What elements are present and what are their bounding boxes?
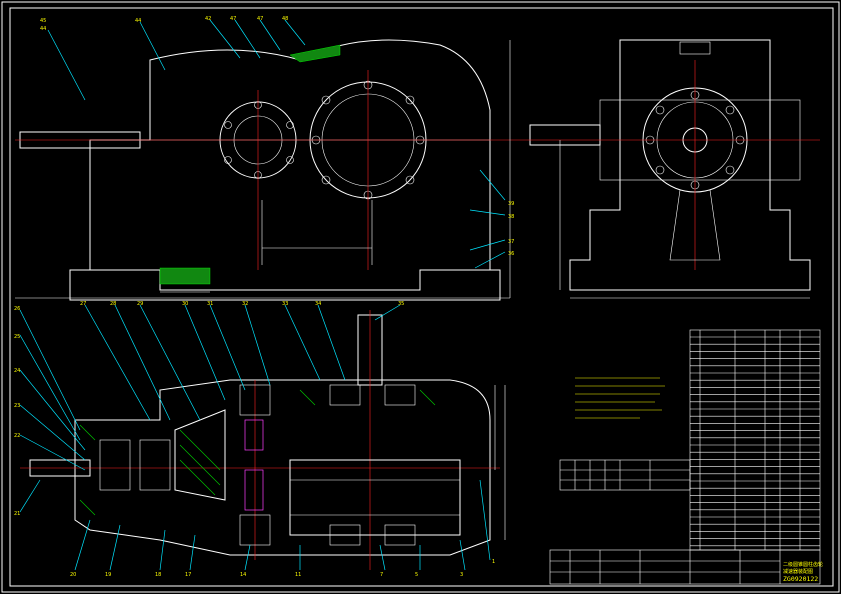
- part-label: 32: [242, 301, 248, 307]
- drawing-title-line1: 二级圆锥圆柱齿轮: [783, 562, 824, 568]
- part-label: 48: [282, 16, 288, 22]
- top-section-view: [20, 310, 506, 570]
- part-label: 21: [14, 511, 20, 517]
- part-label: 17: [185, 572, 191, 578]
- part-label: 33: [282, 301, 288, 307]
- part-label: 25: [14, 334, 20, 340]
- technical-notes-block: [575, 377, 665, 419]
- part-label: 36: [508, 251, 514, 257]
- part-label: 47: [257, 16, 263, 22]
- part-number-labels: 45 44 44 42 47 47 48 39 38 37 36 26 25 2…: [14, 16, 514, 578]
- part-label: 30: [182, 301, 188, 307]
- part-label: 19: [105, 572, 111, 578]
- side-view: [520, 39, 820, 299]
- part-label: 44: [135, 18, 141, 24]
- drawing-title-line2: 减速器装配图: [783, 569, 814, 575]
- part-label: 38: [508, 214, 514, 220]
- part-label: 22: [14, 433, 20, 439]
- part-label: 34: [315, 301, 321, 307]
- part-label: 45: [40, 18, 46, 24]
- part-label: 1: [492, 559, 495, 565]
- part-label: 20: [70, 572, 76, 578]
- part-label: 27: [80, 301, 86, 307]
- part-label: 35: [398, 301, 404, 307]
- part-label: 24: [14, 368, 20, 374]
- part-label: 7: [380, 572, 383, 578]
- part-label: 14: [240, 572, 246, 578]
- drawing-number: ZG0920122: [783, 575, 819, 583]
- part-label: 11: [295, 572, 301, 578]
- part-label: 39: [508, 201, 514, 207]
- sheet-inner-border: [9, 7, 834, 587]
- title-block: [549, 549, 821, 585]
- part-label: 29: [137, 301, 143, 307]
- leader-lines: [19, 19, 506, 571]
- part-label: 37: [508, 239, 514, 245]
- parts-list-table: [689, 329, 821, 551]
- part-label: 5: [415, 572, 418, 578]
- part-label: 42: [205, 16, 211, 22]
- part-label: 23: [14, 403, 20, 409]
- gear-spec-table: [559, 459, 691, 491]
- part-label: 44: [40, 26, 46, 32]
- part-label: 3: [460, 572, 463, 578]
- part-label: 18: [155, 572, 161, 578]
- part-label: 31: [207, 301, 213, 307]
- part-label: 47: [230, 16, 236, 22]
- part-label: 26: [14, 306, 20, 312]
- front-view: [15, 39, 520, 301]
- part-label: 28: [110, 301, 116, 307]
